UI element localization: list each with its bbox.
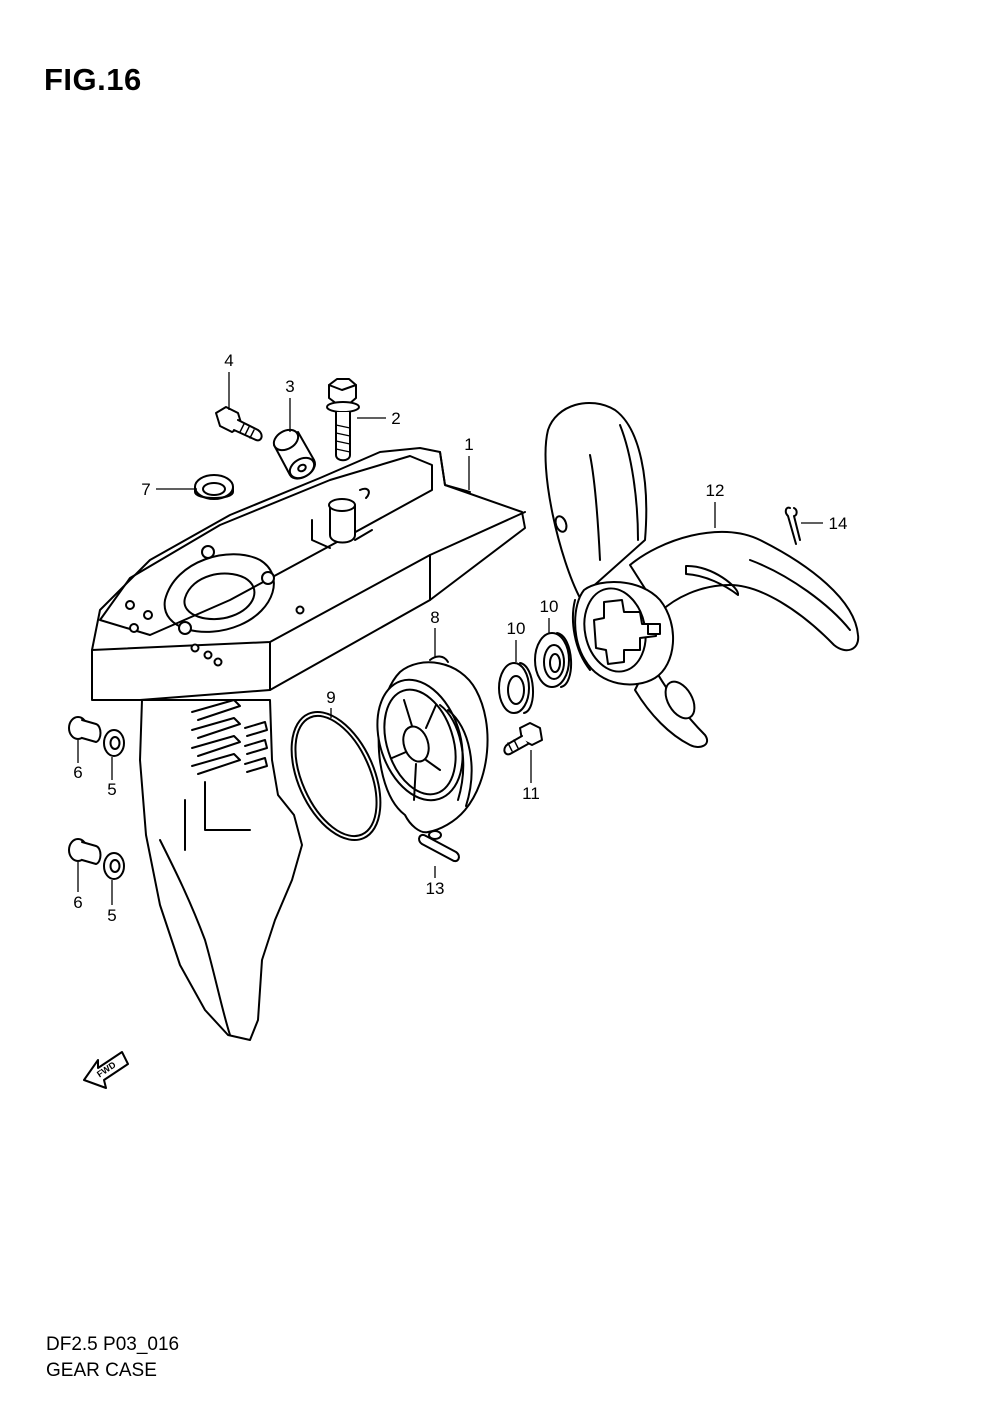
cotter-pin-part-14[interactable] <box>784 506 801 545</box>
callout-14: 14 <box>829 514 848 533</box>
pin-part-13[interactable] <box>418 834 460 862</box>
callout-10-left: 10 <box>507 619 526 638</box>
callout-7: 7 <box>141 480 150 499</box>
callout-2: 2 <box>391 409 400 428</box>
section-name: GEAR CASE <box>46 1360 157 1381</box>
propeller-shaft-housing-part-8[interactable] <box>363 655 489 840</box>
plug-part-6-upper[interactable] <box>68 716 102 743</box>
bolt-part-4[interactable] <box>215 406 263 442</box>
callout-8: 8 <box>430 608 439 627</box>
o-ring-part-9[interactable] <box>274 698 399 853</box>
plug-part-6-lower[interactable] <box>68 838 102 865</box>
forward-direction-arrow: FWD <box>83 1051 129 1089</box>
leader-lines <box>77 372 823 905</box>
callout-10-right: 10 <box>540 597 559 616</box>
callout-labels: 1 2 3 4 5 5 6 6 7 8 9 10 10 11 12 13 14 <box>73 351 847 925</box>
model-code: DF2.5 P03_016 <box>46 1334 180 1355</box>
bolt-part-2[interactable] <box>326 378 360 462</box>
figure-title: FIG.16 <box>44 62 142 97</box>
propeller-part-12[interactable] <box>544 401 860 748</box>
gasket-part-5-lower[interactable] <box>103 852 125 880</box>
callout-11: 11 <box>522 784 540 803</box>
callout-6-upper: 6 <box>73 763 82 782</box>
callout-5-upper: 5 <box>107 780 116 799</box>
callout-3: 3 <box>285 377 294 396</box>
callout-13: 13 <box>426 879 445 898</box>
seal-part-10-left[interactable] <box>498 662 535 714</box>
bearing-part-10-right[interactable] <box>534 632 573 688</box>
gear-case-housing[interactable] <box>91 447 526 1041</box>
gasket-part-5-upper[interactable] <box>103 729 125 757</box>
callout-9: 9 <box>326 688 335 707</box>
callout-6-lower: 6 <box>73 893 82 912</box>
callout-1: 1 <box>464 435 473 454</box>
bolt-part-11[interactable] <box>503 722 543 756</box>
spacer-part-3[interactable] <box>270 426 318 483</box>
callout-5-lower: 5 <box>107 906 116 925</box>
callout-12: 12 <box>706 481 725 500</box>
callout-4: 4 <box>224 351 233 370</box>
oil-seal-part-7[interactable] <box>194 474 234 500</box>
